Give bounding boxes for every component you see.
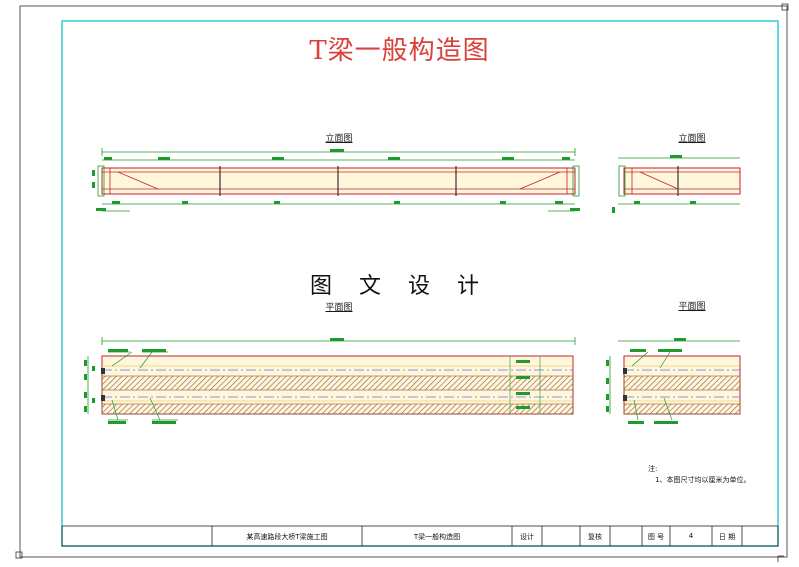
elevation-side-view (612, 155, 741, 213)
elevation-main-view (92, 148, 580, 212)
corner-marker (15, 551, 23, 559)
sheet-border (19, 5, 788, 558)
corner-marker (781, 3, 789, 11)
drawing-title: T梁一般构造图 (309, 36, 490, 66)
plan-main-label: 平面图 (325, 303, 353, 313)
plan-side-view (606, 338, 741, 424)
title-block-review-label: 复核 (588, 533, 602, 541)
notes-line-1: 1、本图尺寸均以厘米为单位。 (655, 476, 751, 484)
title-block-date-label: 日 期 (718, 533, 736, 541)
title-block-sheet-label: 图 号 (647, 533, 665, 541)
title-block-grid (61, 525, 779, 547)
title-block-project: 某高速路段大桥T梁施工图 (246, 533, 328, 541)
title-block-sheet-number: 4 (688, 532, 694, 540)
title-block-drawing-name: T梁一般构造图 (413, 533, 461, 541)
plan-side-label: 平面图 (678, 302, 706, 312)
elevation-main-label: 立面图 (325, 134, 353, 144)
title-block-design-label: 设计 (520, 533, 534, 541)
watermark-text: 图 文 设 计 (310, 274, 489, 299)
plan-main-view (84, 337, 576, 424)
elevation-side-label: 立面图 (678, 134, 706, 144)
notes-heading: 注: (648, 465, 658, 473)
